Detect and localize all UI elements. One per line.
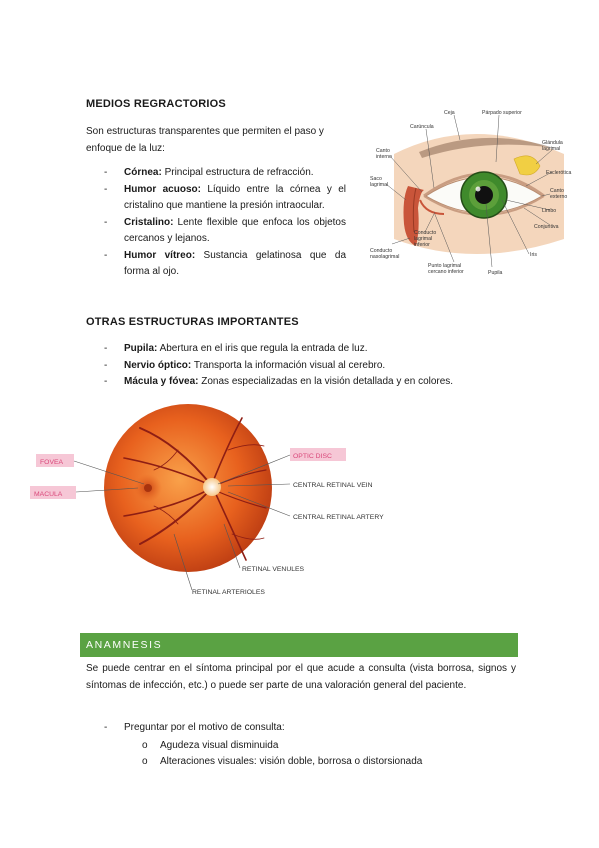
fundus-label-arterioles: RETINAL ARTERIOLES	[192, 589, 265, 596]
eye-label-conjuntiva: Conjuntiva	[534, 224, 559, 230]
anamnesis-heading-bar: ANAMNESIS	[80, 633, 518, 657]
svg-text:cercano inferior: cercano inferior	[428, 269, 464, 275]
eye-label-iris: Iris	[530, 252, 537, 258]
anamnesis-heading: ANAMNESIS	[86, 639, 163, 651]
anamnesis-sublist: o Agudeza visual disminuida o Alteracion…	[142, 738, 522, 772]
list-item: Humor vítreo: Sustancia gelatinosa que d…	[104, 248, 346, 281]
eye-label-conducto-nasolagrimal: Conducto	[370, 248, 392, 254]
eye-label-punto-lagrimal: Punto lagrimal	[428, 263, 461, 269]
anamnesis-paragraph: Se puede centrar en el síntoma principal…	[86, 663, 516, 691]
fundus-label-fovea: FOVEA	[40, 459, 64, 466]
list-item: Cristalino: Lente flexible que enfoca lo…	[104, 215, 346, 248]
svg-text:lagrimal: lagrimal	[370, 182, 388, 188]
eye-label-pupila: Pupila	[488, 270, 503, 276]
svg-text:lagrimal: lagrimal	[542, 146, 560, 152]
eye-label-ceja: Ceja	[444, 110, 455, 116]
eye-label-caruncula: Carúncula	[410, 124, 434, 130]
eye-label-parpado: Párpado superior	[482, 110, 522, 116]
list-item: Preguntar por el motivo de consulta:	[104, 720, 524, 737]
eye-label-limbo: Limbo	[542, 208, 556, 214]
fundus-label-artery: CENTRAL RETINAL ARTERY	[293, 514, 384, 521]
eye-label-glandula: Glándula	[542, 140, 563, 146]
eye-label-esclerotica: Esclerótica	[546, 170, 571, 176]
svg-text:nasolagrimal: nasolagrimal	[370, 254, 399, 260]
svg-text:inferior: inferior	[414, 242, 430, 248]
eye-label-conducto-inferior: Conducto	[414, 230, 436, 236]
fundus-label-optic-disc: OPTIC DISC	[293, 453, 332, 460]
list-item: Córnea: Principal estructura de refracci…	[104, 165, 346, 182]
section-title-medios: MEDIOS REGRACTORIOS	[86, 98, 226, 110]
list-item: Humor acuoso: Líquido entre la córnea y …	[104, 182, 346, 215]
eye-label-canto-externo: Canto	[550, 188, 564, 194]
list-item: Nervio óptico: Transporta la información…	[104, 358, 524, 375]
section1-list: Córnea: Principal estructura de refracci…	[104, 165, 346, 281]
list-item: Mácula y fóvea: Zonas especializadas en …	[104, 374, 524, 391]
section2-list: Pupila: Abertura en el iris que regula l…	[104, 341, 524, 391]
eye-label-canto-interno: Canto	[376, 148, 390, 154]
section-title-otras: OTRAS ESTRUCTURAS IMPORTANTES	[86, 316, 299, 328]
fundus-label-macula: MACULA	[34, 491, 63, 498]
eye-anatomy-illustration: Ceja Párpado superior Carúncula Glándula…	[370, 110, 571, 276]
anamnesis-list: Preguntar por el motivo de consulta:	[104, 720, 524, 737]
list-item: Pupila: Abertura en el iris que regula l…	[104, 341, 524, 358]
eye-label-saco: Saco	[370, 176, 382, 182]
fundus-label-vein: CENTRAL RETINAL VEIN	[293, 482, 373, 489]
svg-text:interno: interno	[376, 154, 392, 160]
fundus-label-venules: RETINAL VENULES	[242, 566, 305, 573]
section1-intro: Son estructuras transparentes que permit…	[86, 126, 324, 154]
sub-list-item: o Agudeza visual disminuida	[142, 740, 279, 751]
svg-text:lagrimal: lagrimal	[414, 236, 432, 242]
svg-text:externo: externo	[550, 194, 567, 200]
retina-fundus-illustration: FOVEA MACULA OPTIC DISC CENTRAL RETINAL …	[30, 404, 384, 596]
sub-list-item: o Alteraciones visuales: visión doble, b…	[142, 756, 423, 767]
